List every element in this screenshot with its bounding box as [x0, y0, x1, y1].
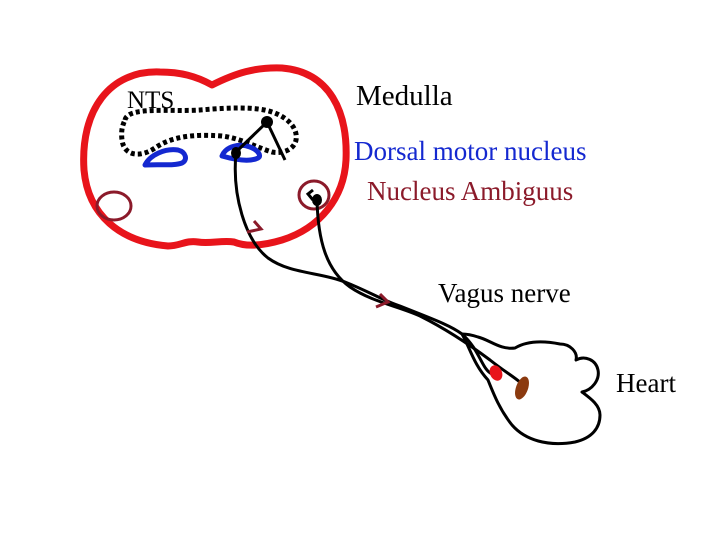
nucleus-ambiguus-left [97, 192, 131, 220]
na-neuron-dendrite [308, 190, 313, 200]
fiber-arrow-upper [247, 221, 261, 232]
sa-node-marker [487, 363, 505, 383]
nts-to-na-axon [267, 122, 285, 160]
dorsal-motor-nucleus-left [145, 150, 185, 165]
vagus-nerve-label: Vagus nerve [438, 280, 571, 307]
heart-label: Heart [616, 370, 676, 397]
nucleus-ambiguus-label: Nucleus Ambiguus [367, 178, 573, 205]
nts-label: NTS [127, 88, 174, 113]
dorsal-motor-nucleus-label: Dorsal motor nucleus [354, 138, 586, 165]
medulla-label: Medulla [356, 82, 453, 111]
nucleus-ambiguus-right [299, 181, 329, 209]
heart-outline [462, 334, 600, 444]
